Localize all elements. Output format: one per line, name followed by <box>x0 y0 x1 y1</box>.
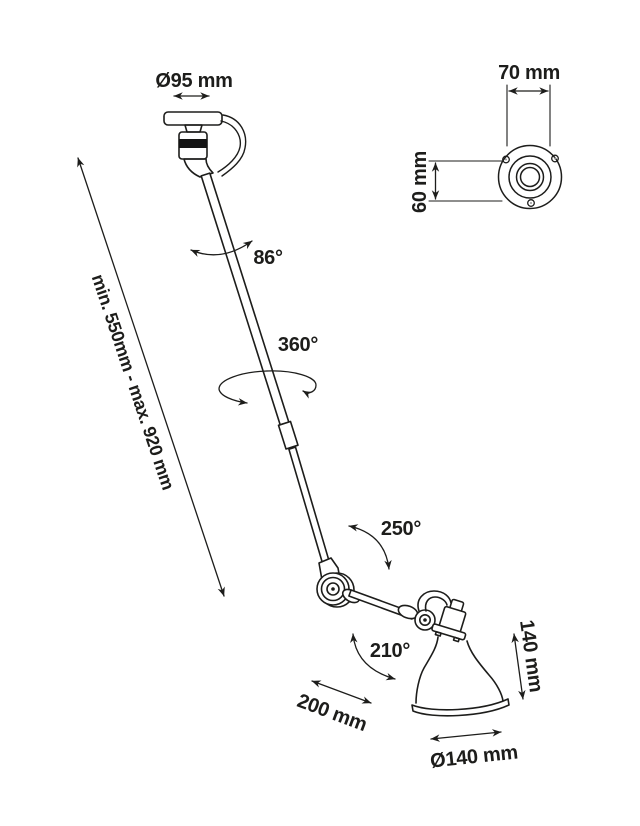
shade-pivot <box>414 590 452 631</box>
pole-sleeve <box>277 420 299 450</box>
angle-86-arc <box>190 240 253 257</box>
dim-shade-height-arrow <box>511 633 526 700</box>
lamp-socket <box>431 598 467 643</box>
dim-forearm-length-arrow <box>311 680 372 704</box>
shade-rim <box>411 698 510 717</box>
dim-flange-width-arrow <box>506 84 551 147</box>
head-cable-inner <box>424 596 448 612</box>
dim-flange-height-arrow <box>428 160 503 202</box>
head-cable-outer <box>417 590 452 612</box>
canopy-black-band <box>179 139 207 148</box>
dim-length-range-arrow <box>77 157 225 597</box>
ceiling-canopy <box>163 111 223 178</box>
lamp-shade <box>411 636 510 717</box>
dim-canopy-diameter-label: Ø95 mm <box>155 70 233 92</box>
dim-flange-height-label: 60 mm <box>409 151 431 213</box>
angle-210-label: 210° <box>369 640 411 662</box>
angle-86-label: 86° <box>253 247 283 269</box>
flange-screw-holes <box>502 154 559 207</box>
forearm <box>348 589 419 620</box>
angle-210-arc <box>350 633 396 681</box>
dim-shade-diameter-arrow <box>430 729 502 742</box>
rotation-360-label: 360° <box>277 334 319 356</box>
dim-flange-width-label: 70 mm <box>498 62 560 84</box>
elbow-joint <box>316 557 361 608</box>
angle-250-arc <box>348 524 392 570</box>
angle-250-label: 250° <box>380 518 422 540</box>
socket-collar <box>431 623 467 641</box>
mounting-flange-detail <box>497 144 563 210</box>
power-cable <box>217 114 247 177</box>
